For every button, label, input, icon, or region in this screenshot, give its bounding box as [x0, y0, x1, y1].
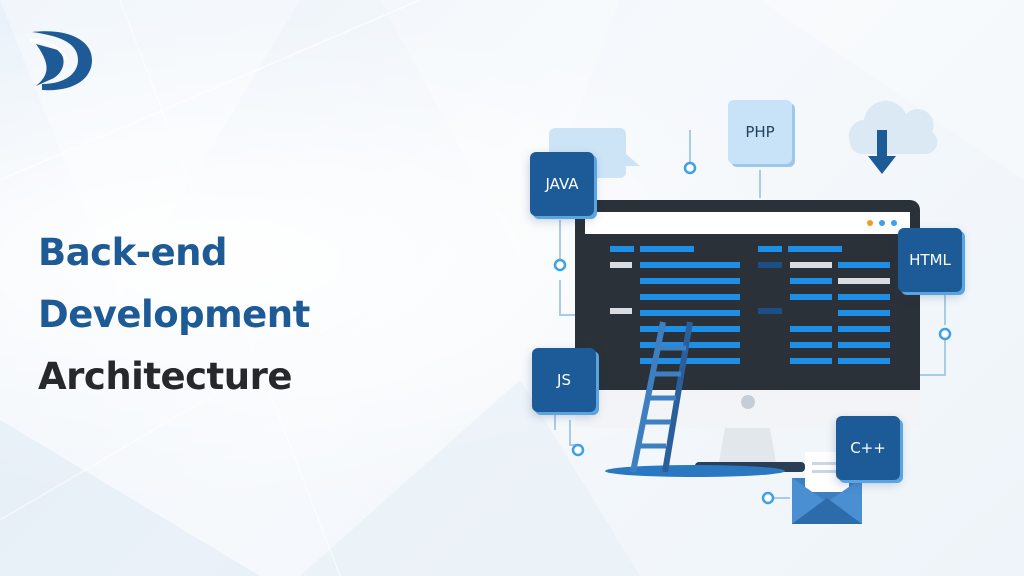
- illustration: JAVA PHP HTML JS C++: [500, 90, 1000, 540]
- headline-line-1: Back-end: [38, 231, 227, 274]
- headline-line-2: Development: [38, 293, 310, 336]
- cloud-download-icon: [848, 100, 938, 174]
- headline: Back-end Development Architecture: [38, 222, 310, 408]
- code-lines: [610, 246, 890, 364]
- html-tile: HTML: [898, 228, 962, 292]
- java-tile: JAVA: [530, 152, 594, 216]
- php-tile: PHP: [728, 100, 792, 164]
- ladder: [605, 321, 785, 477]
- headline-line-3: Architecture: [38, 355, 292, 398]
- connector-nodes: [553, 161, 952, 505]
- envelope-icon: [792, 452, 862, 524]
- cpp-tile: C++: [836, 416, 900, 480]
- js-tile: JS: [532, 348, 596, 412]
- company-logo: [29, 31, 92, 91]
